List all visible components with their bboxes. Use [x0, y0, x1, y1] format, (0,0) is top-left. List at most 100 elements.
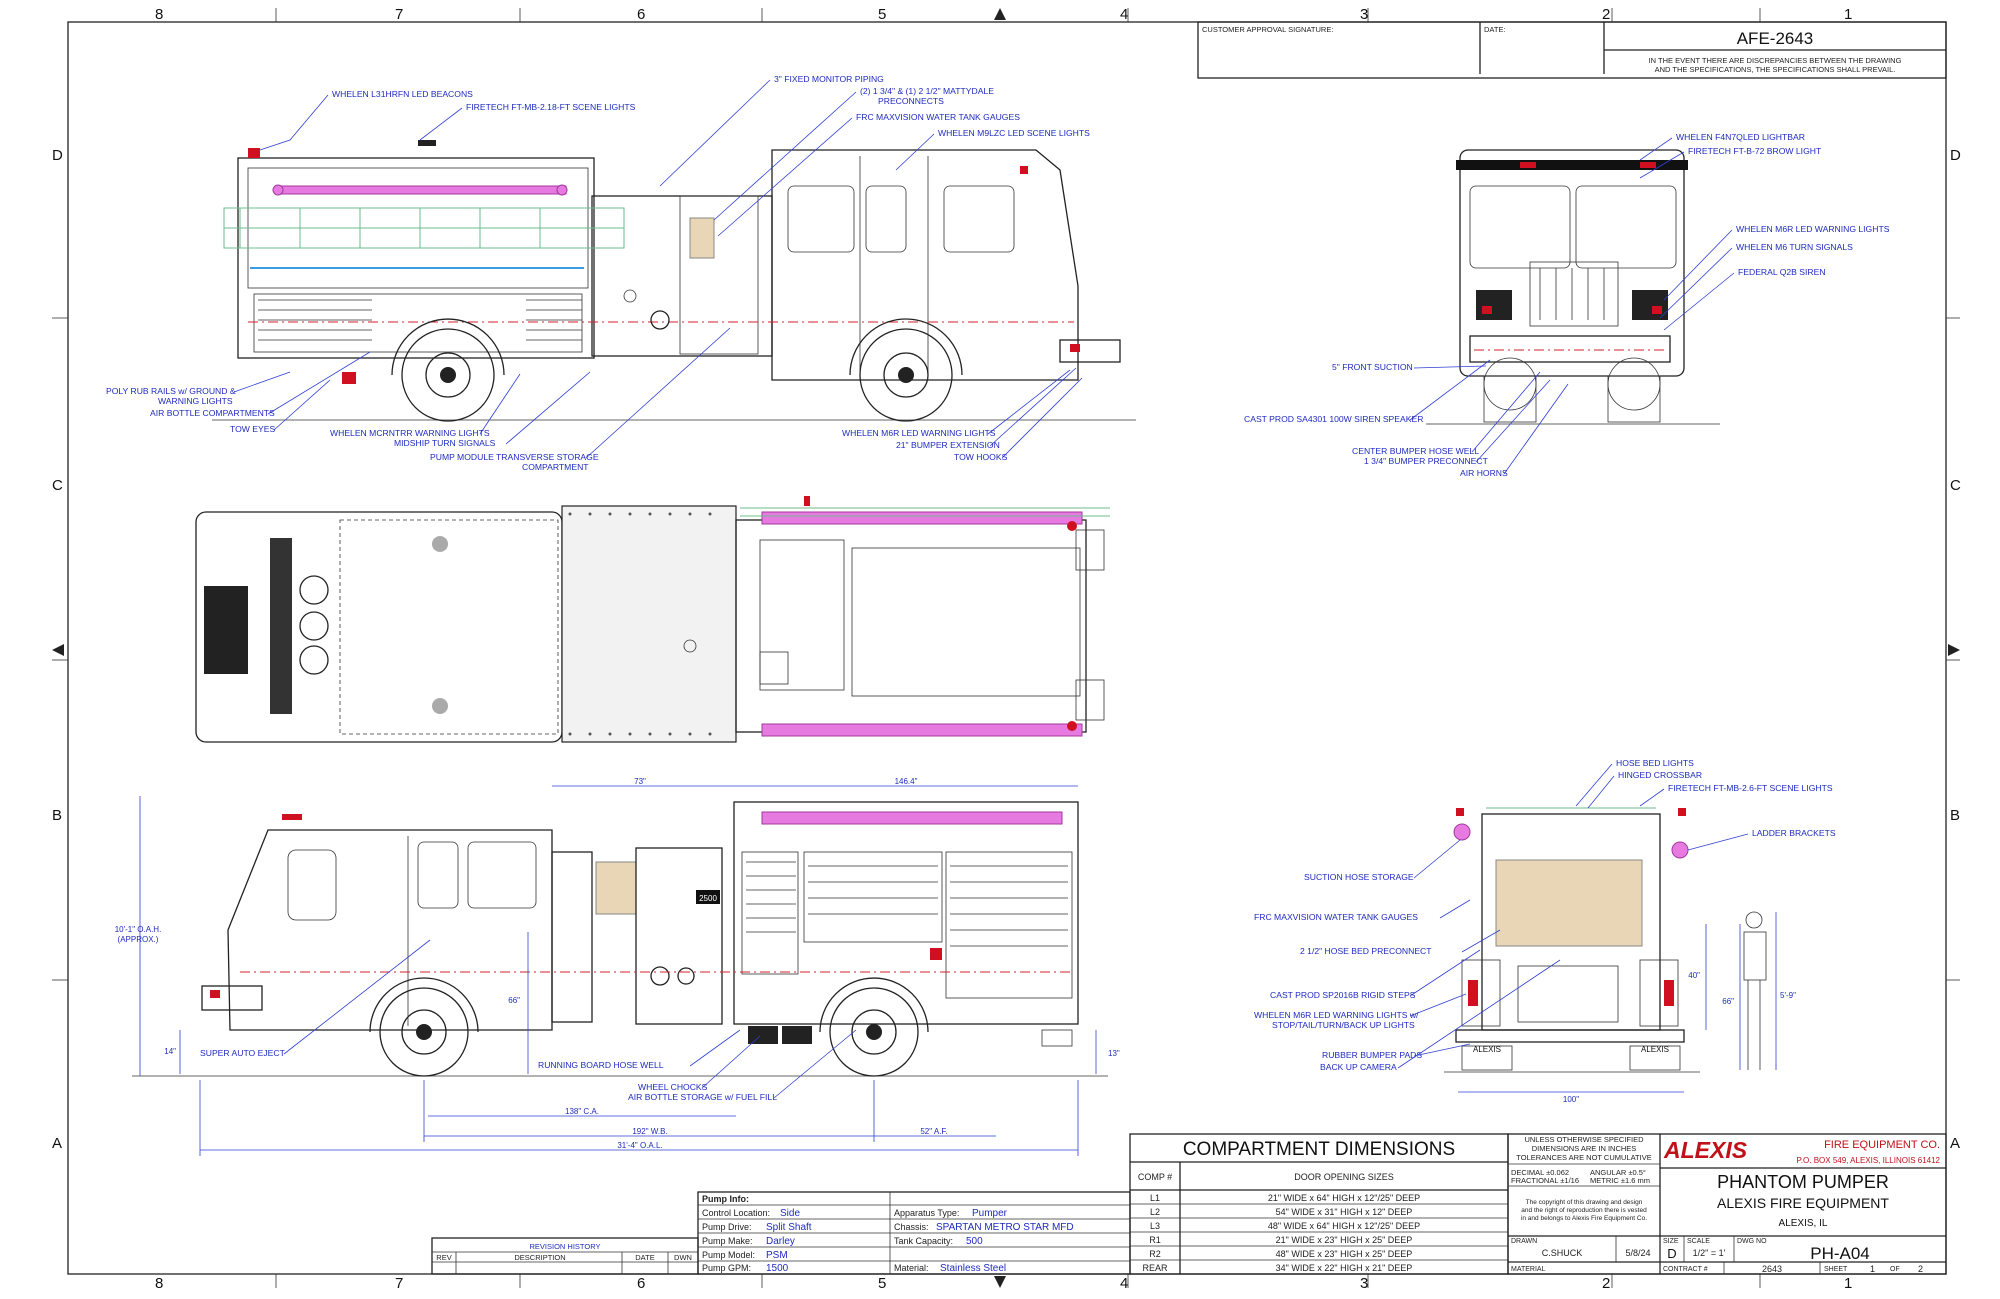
callout: STOP/TAIL/TURN/BACK UP LIGHTS	[1272, 1020, 1415, 1030]
callout: WHELEN L31HRFN LED BEACONS	[332, 89, 473, 99]
tolerance-note: DIMENSIONS ARE IN INCHES	[1532, 1144, 1637, 1153]
row-label: A	[1950, 1135, 1960, 1152]
pump-row-label: Pump Model:	[702, 1250, 755, 1260]
col-label: 3	[1360, 1275, 1368, 1292]
comp-id: L1	[1150, 1193, 1160, 1203]
comp-size: 54" WIDE x 31" HIGH x 12" DEEP	[1276, 1207, 1413, 1217]
of-label: OF	[1890, 1266, 1900, 1273]
callout: CAST PROD SP2016B RIGID STEPS	[1270, 990, 1416, 1000]
dim-73: 73"	[634, 777, 646, 786]
alexis-logo: ALEXIS	[1663, 1137, 1748, 1163]
col-label: 3	[1360, 6, 1368, 23]
pump-row-label: Pump GPM:	[702, 1263, 751, 1273]
apparatus-label: Material:	[894, 1263, 929, 1273]
discrepancy-note: IN THE EVENT THERE ARE DISCREPANCIES BET…	[1649, 56, 1902, 65]
callout: LADDER BRACKETS	[1752, 828, 1836, 838]
callout: RUNNING BOARD HOSE WELL	[538, 1060, 664, 1070]
row-label: D	[52, 147, 63, 164]
row-labels: D C B A D C B A	[52, 147, 1961, 1152]
sheet-total: 2	[1918, 1264, 1923, 1274]
callout: 21" BUMPER EXTENSION	[896, 440, 1000, 450]
col-label: 4	[1120, 6, 1128, 23]
callout: 1 3/4" BUMPER PRECONNECT	[1364, 456, 1489, 466]
comp-id: R2	[1149, 1249, 1161, 1259]
rear-badge: ALEXIS	[1473, 1045, 1501, 1054]
drawn-by: C.SHUCK	[1542, 1248, 1583, 1258]
copyright: The copyright of this drawing and design	[1526, 1199, 1643, 1206]
callout: COMPARTMENT	[522, 462, 589, 472]
diamond-plate-dots	[568, 512, 712, 736]
comp-size: 48" WIDE x 64" HIGH x 12"/25" DEEP	[1268, 1221, 1420, 1231]
callout: AIR HORNS	[1460, 468, 1508, 478]
rear-wheel	[401, 328, 495, 422]
column-labels-bottom: 8 7 6 5 4 3 2 1	[155, 1275, 1852, 1292]
callout: WHELEN M6R LED WARNING LIGHTS w/	[1254, 1010, 1419, 1020]
callout: FIRETECH FT-MB-2.18-FT SCENE LIGHTS	[466, 102, 636, 112]
callout: FRC MAXVISION WATER TANK GAUGES	[856, 112, 1020, 122]
callout: RUBBER BUMPER PADS	[1322, 1050, 1422, 1060]
title-block: UNLESS OTHERWISE SPECIFIED DIMENSIONS AR…	[1507, 1133, 1947, 1275]
row-label: B	[52, 807, 62, 824]
callout: TOW EYES	[230, 424, 275, 434]
front-wheel	[859, 328, 953, 422]
comp-size: 21" WIDE x 64" HIGH x 12"/25" DEEP	[1268, 1193, 1420, 1203]
callout: WHEEL CHOCKS	[638, 1082, 708, 1092]
callout: FRC MAXVISION WATER TANK GAUGES	[1254, 912, 1418, 922]
callout: WHELEN M6R LED WARNING LIGHTS	[842, 428, 996, 438]
size-label: SIZE	[1663, 1238, 1679, 1245]
col-label: 1	[1844, 1275, 1852, 1292]
pump-row-value: PSM	[766, 1250, 788, 1261]
scale-label: SCALE	[1687, 1238, 1710, 1245]
apparatus-value: Stainless Steel	[940, 1263, 1006, 1274]
callout: TOW HOOKS	[954, 452, 1008, 462]
callouts-front: WHELEN F4N7QLED LIGHTBAR FIRETECH FT-B-7…	[1244, 132, 1890, 478]
customer-location: ALEXIS, IL	[1779, 1218, 1828, 1229]
callout: SUPER AUTO EJECT	[200, 1048, 286, 1058]
callout: PRECONNECTS	[878, 96, 944, 106]
dim-wb: 192" W.B.	[632, 1127, 667, 1136]
side-view-top	[212, 140, 1136, 422]
dim-66: 66"	[508, 996, 520, 1005]
apparatus-label: Chassis:	[894, 1222, 929, 1232]
row-label: D	[1950, 147, 1961, 164]
drawn-label: DRAWN	[1511, 1238, 1537, 1245]
callouts-side-bottom: SUPER AUTO EJECT RUNNING BOARD HOSE WELL…	[200, 939, 857, 1102]
callout: FEDERAL Q2B SIREN	[1738, 267, 1826, 277]
apparatus-value: Pumper	[972, 1208, 1008, 1219]
approval-block: CUSTOMER APPROVAL SIGNATURE: DATE: AFE-2…	[1197, 21, 1947, 79]
callout: FIRETECH FT-MB-2.6-FT SCENE LIGHTS	[1668, 783, 1833, 793]
callout: POLY RUB RAILS w/ GROUND &	[106, 386, 236, 396]
comp-id: REAR	[1142, 1263, 1168, 1273]
dimensions-side-bottom: 73" 146.4" 10'-1" O.A.H. (APPROX.) 66" 1…	[115, 777, 1120, 1156]
pump-row-value: Darley	[766, 1236, 795, 1247]
dim-oah: 10'-1" O.A.H.	[115, 925, 162, 934]
col-label: 7	[395, 6, 403, 23]
row-label: C	[1950, 477, 1961, 494]
column-ticks	[52, 8, 1960, 1288]
revision-col: DESCRIPTION	[514, 1253, 565, 1262]
callouts-side-top: WHELEN L31HRFN LED BEACONS FIRETECH FT-M…	[106, 74, 1090, 472]
pump-info-table: Pump Info: Control Location: Side Pump D…	[697, 1191, 1131, 1275]
side-view-bottom: 2500	[132, 801, 1108, 1077]
comp-id: L3	[1150, 1221, 1160, 1231]
apparatus-value: SPARTAN METRO STAR MFD	[936, 1222, 1074, 1233]
callout: BACK UP CAMERA	[1320, 1062, 1397, 1072]
col-label: 4	[1120, 1275, 1128, 1292]
callout: 5" FRONT SUCTION	[1332, 362, 1413, 372]
callout: MIDSHIP TURN SIGNALS	[394, 438, 496, 448]
company-name: FIRE EQUIPMENT CO.	[1824, 1139, 1940, 1151]
dim-person: 5'-9"	[1780, 991, 1796, 1000]
sheet-size: D	[1667, 1246, 1676, 1261]
scale-value: 1/2" = 1'	[1693, 1248, 1726, 1258]
tolerance-angular: ANGULAR ±0.5°	[1590, 1168, 1646, 1177]
col-label: 6	[637, 1275, 645, 1292]
contract-label: CONTRACT #	[1663, 1266, 1708, 1273]
dwg-no-label: DWG NO	[1737, 1238, 1767, 1245]
sheet-label: SHEET	[1824, 1266, 1848, 1273]
tolerance-decimal: DECIMAL ±0.062	[1511, 1168, 1569, 1177]
col-label: 5	[878, 1275, 886, 1292]
dim-100: 100"	[1563, 1095, 1579, 1104]
pump-row-label: Control Location:	[702, 1208, 770, 1218]
sheet-number: 1	[1870, 1264, 1875, 1274]
compartment-col-header: COMP #	[1138, 1172, 1172, 1182]
